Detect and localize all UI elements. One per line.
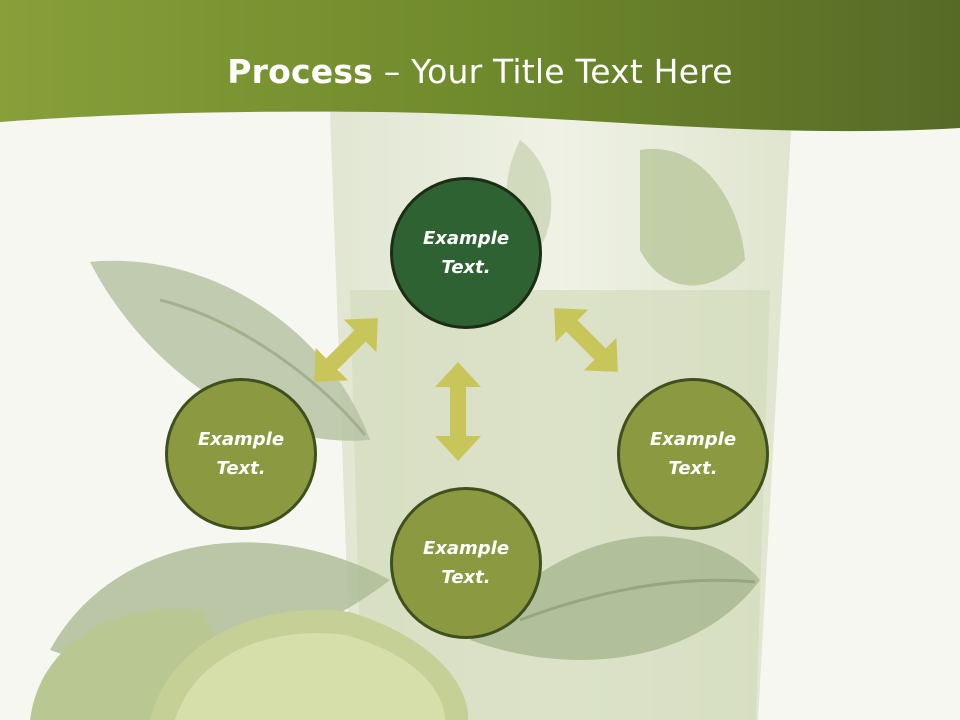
node-text-line1: Example (197, 429, 285, 450)
node-text-line2: Text. (668, 458, 718, 479)
node-text-line1: Example (422, 538, 510, 559)
node-text-line2: Text. (441, 257, 491, 278)
double-arrow-vertical (435, 362, 481, 461)
double-arrow-upper-left (314, 318, 378, 382)
node-text-line1: Example (422, 228, 510, 249)
title-bold: Process (227, 52, 374, 91)
slide-title: Process – Your Title Text Here (0, 52, 960, 91)
title-rest: – Your Title Text Here (373, 52, 733, 91)
double-arrow-upper-right (554, 308, 618, 372)
node-text-line2: Text. (216, 458, 266, 479)
node-text-line2: Text. (441, 567, 491, 588)
node-text-line1: Example (649, 429, 737, 450)
